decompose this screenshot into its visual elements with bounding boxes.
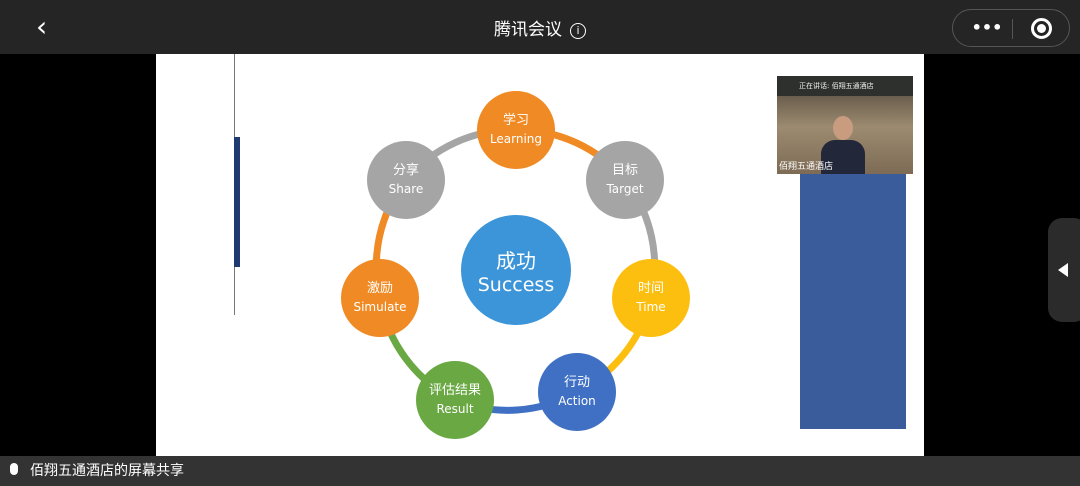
node-zh: 激励 <box>366 281 393 296</box>
node-time: 时间 Time <box>612 259 690 337</box>
meeting-title: 腾讯会议 <box>494 20 562 40</box>
node-en: Target <box>606 182 644 196</box>
more-icon[interactable]: ••• <box>971 18 1003 37</box>
divider <box>1012 19 1013 39</box>
top-bar: ‹ 腾讯会议 i ••• <box>0 0 1080 54</box>
node-simulate: 激励 Simulate <box>341 259 419 337</box>
node-en: Result <box>436 402 474 416</box>
node-zh: 评估结果 <box>428 383 481 398</box>
node-en: Action <box>558 394 596 408</box>
slide-navy-bar <box>234 137 240 267</box>
capsule-menu: ••• <box>952 9 1070 47</box>
speaker-video[interactable]: 正在讲话: 佰翔五通酒店 佰翔五通酒店 <box>777 76 913 174</box>
back-icon[interactable]: ‹ <box>36 10 48 43</box>
microphone-icon <box>10 463 18 475</box>
node-zh: 学习 <box>502 113 529 128</box>
node-en: Time <box>636 300 666 314</box>
center-en: Success <box>477 273 555 296</box>
node-en: Simulate <box>353 300 407 314</box>
node-share: 分享 Share <box>367 141 445 219</box>
node-result: 评估结果 Result <box>416 361 494 439</box>
speaker-name: 佰翔五通酒店 <box>779 162 834 172</box>
node-en: Share <box>388 182 424 196</box>
node-zh: 分享 <box>392 163 419 178</box>
share-label: 佰翔五通酒店的屏幕共享 <box>30 463 184 479</box>
speaking-indicator: 正在讲话: 佰翔五通酒店 <box>777 76 913 96</box>
node-zh: 时间 <box>637 281 664 296</box>
center-zh: 成功 <box>496 248 536 273</box>
node-target: 目标 Target <box>586 141 664 219</box>
node-zh: 行动 <box>563 375 590 390</box>
node-en: Learning <box>489 132 543 146</box>
speaker-figure <box>821 116 865 174</box>
node-zh: 目标 <box>611 163 638 178</box>
node-learning: 学习 Learning <box>477 91 555 169</box>
node-action: 行动 Action <box>538 353 616 431</box>
info-icon[interactable]: i <box>570 23 586 39</box>
side-panel-toggle[interactable] <box>1048 218 1080 322</box>
slide-blue-box <box>800 172 906 429</box>
page-title: 腾讯会议 i <box>0 15 1080 40</box>
share-status-bar: 佰翔五通酒店的屏幕共享 <box>0 456 1080 486</box>
close-miniprogram-icon[interactable] <box>1031 18 1052 39</box>
